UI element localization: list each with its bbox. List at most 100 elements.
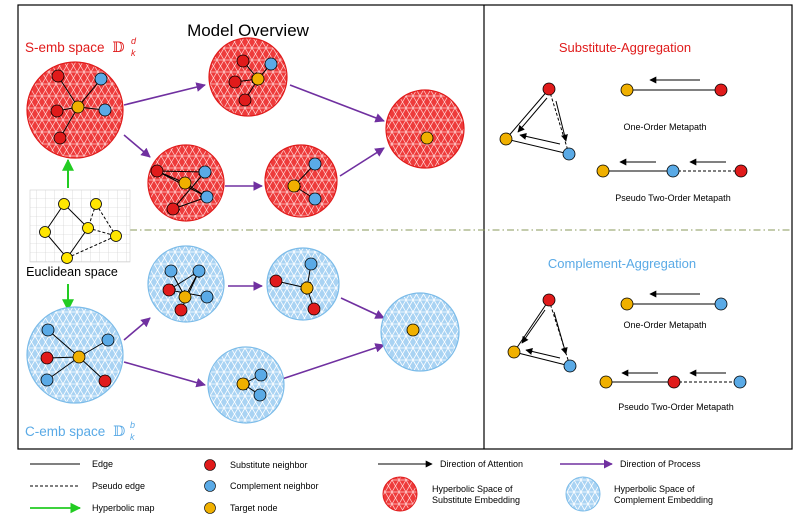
target-node (499, 132, 513, 146)
substitute-node (542, 293, 556, 307)
complement-node (563, 359, 577, 373)
legend-hyp-comp-line1: Hyperbolic Space of (614, 484, 695, 494)
complement-node (164, 264, 178, 278)
c-space-label: C-emb space 𝔻 b k (25, 420, 135, 442)
target-node (420, 131, 434, 145)
attention-arrow (525, 348, 561, 359)
process-arrow (269, 343, 385, 384)
c-final-ball (380, 292, 460, 372)
complement-node (41, 323, 55, 337)
legend-attention-label: Direction of Attention (440, 459, 523, 469)
complement-node (733, 375, 747, 389)
substitute-node (236, 54, 250, 68)
euclid-node (58, 198, 70, 210)
substitute-node (53, 131, 67, 145)
target-node (251, 72, 265, 86)
substitute-node (40, 351, 54, 365)
legend-hyp-sub-line2: Substitute Embedding (432, 495, 520, 505)
legend-substitute-node (204, 459, 216, 471)
euclid-edge (66, 227, 89, 259)
triangle-edge (513, 351, 571, 367)
complement-node (308, 157, 322, 171)
complement-node (200, 190, 214, 204)
triangle-edge (505, 138, 570, 155)
substitute-aggregation-title: Substitute-Aggregation (559, 40, 691, 55)
legend-target-label: Target node (230, 503, 278, 513)
c-space-sub: k (130, 432, 135, 442)
sub-pseudo-two-order-label: Pseudo Two-Order Metapath (615, 193, 730, 203)
s-space-label: S-emb space 𝔻 d k (25, 36, 137, 58)
target-node (236, 377, 250, 391)
euclid-edge (95, 203, 117, 237)
substitute-node (228, 75, 242, 89)
target-node (599, 375, 613, 389)
triangle-edge (548, 299, 571, 367)
attention-edge (156, 168, 206, 176)
target-node (406, 323, 420, 337)
substitute-node (238, 93, 252, 107)
s-final-ball (385, 89, 465, 169)
complement-node (714, 297, 728, 311)
target-node (300, 281, 314, 295)
complement-node (192, 264, 206, 278)
target-node (178, 176, 192, 190)
target-node (507, 345, 521, 359)
legend-target-node (204, 502, 216, 514)
legend-complement-label: Complement neighbor (230, 481, 319, 491)
c-space-sup: b (130, 420, 135, 430)
process-arrow (123, 82, 206, 106)
s-space-symbol: 𝔻 (112, 40, 124, 56)
target-node (72, 350, 86, 364)
legend: Edge Pseudo edge Hyperbolic map Substitu… (30, 459, 713, 514)
complement-node (264, 57, 278, 71)
complement-node (254, 368, 268, 382)
substitute-node (98, 374, 112, 388)
substitute-node (150, 164, 164, 178)
attention-arrow (517, 97, 548, 133)
legend-pseudo-edge-label: Pseudo edge (92, 481, 145, 491)
complement-node (253, 388, 267, 402)
target-node (178, 290, 192, 304)
substitute-node (50, 104, 64, 118)
complement-node (101, 333, 115, 347)
complement-node (304, 257, 318, 271)
figure-frame (17, 4, 793, 450)
target-node (596, 164, 610, 178)
c-space-label-text: C-emb space (25, 424, 105, 439)
euclid-node (110, 230, 122, 242)
substitute-node (51, 69, 65, 83)
target-node (620, 297, 634, 311)
substitute-node (269, 274, 283, 288)
c-edge (46, 356, 80, 381)
complement-node (666, 164, 680, 178)
attention-arrow (553, 311, 568, 355)
substitute-node (162, 283, 176, 297)
s-space-sup: d (131, 36, 137, 46)
euclid-node (90, 198, 102, 210)
euclid-edge (66, 235, 117, 259)
substitute-node (174, 303, 188, 317)
process-arrow (339, 147, 385, 177)
substitute-node (734, 164, 748, 178)
euclidean-label: Euclidean space (26, 265, 118, 279)
legend-hyp-comp-ball (565, 476, 601, 512)
substitute-node (307, 302, 321, 316)
substitute-node (542, 82, 556, 96)
legend-hyp-sub-ball (382, 476, 418, 512)
process-arrow (289, 84, 385, 123)
attention-arrow (555, 100, 568, 142)
c-edge (47, 329, 80, 358)
sub-one-order-label: One-Order Metapath (623, 122, 706, 132)
attention-edge (172, 171, 206, 210)
euclid-node (39, 226, 51, 238)
complement-node (98, 103, 112, 117)
complement-aggregation-title: Complement-Aggregation (548, 256, 696, 271)
substitute-node (166, 202, 180, 216)
legend-hyp-comp-line2: Complement Embedding (614, 495, 713, 505)
complement-node (40, 373, 54, 387)
complement-node (562, 147, 576, 161)
complement-node (198, 165, 212, 179)
substitute-node (714, 83, 728, 97)
triangle-edge (513, 299, 550, 353)
